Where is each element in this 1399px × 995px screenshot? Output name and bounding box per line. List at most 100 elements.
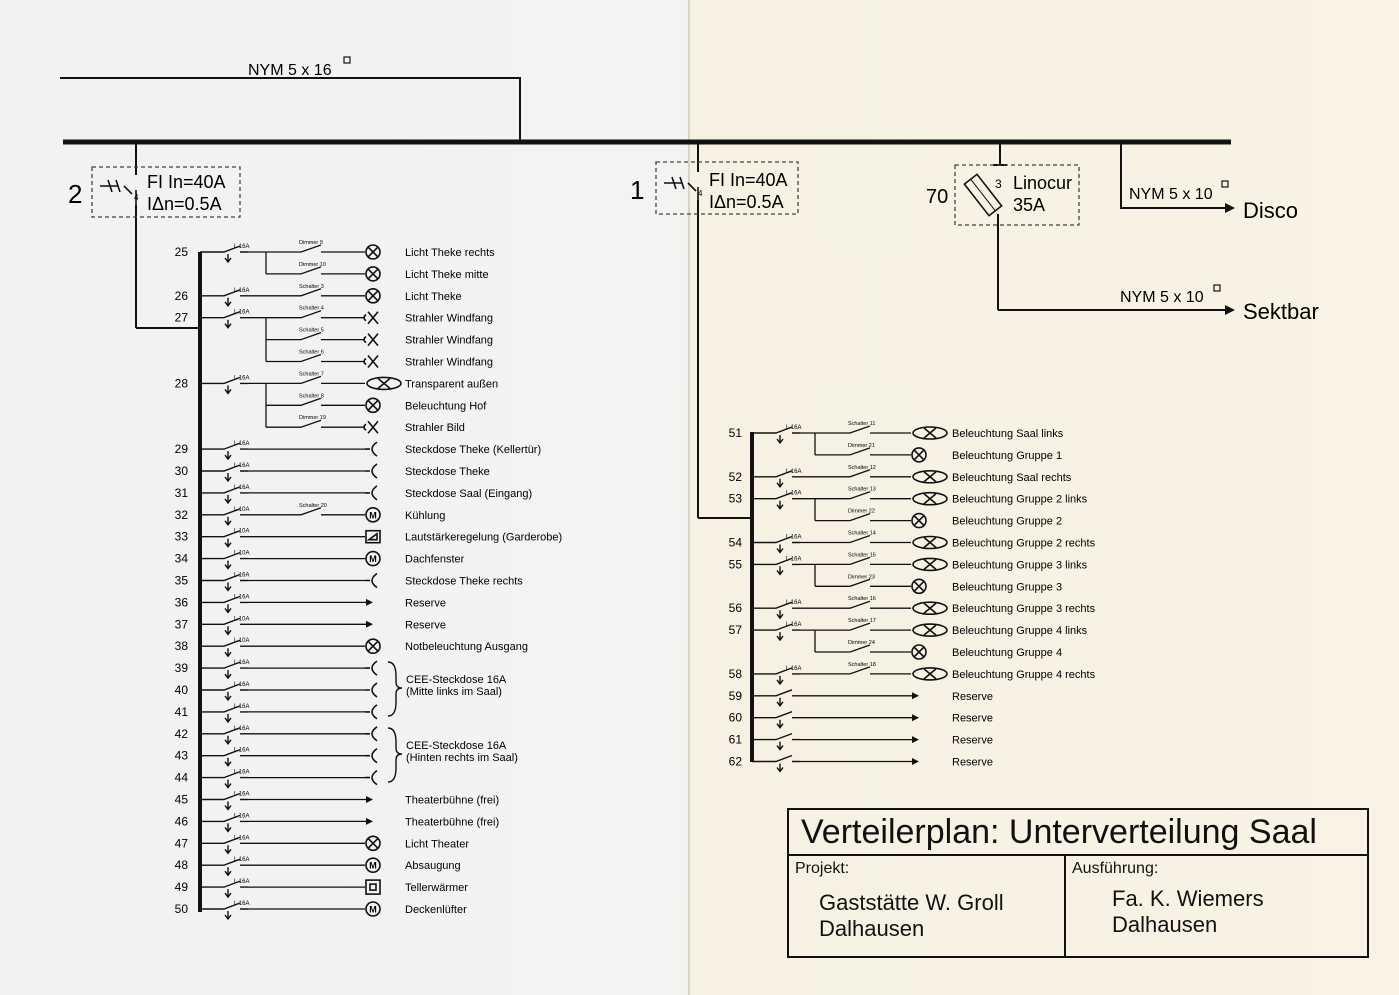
switch-label: Schalter 8 (299, 393, 324, 399)
socket-symbol (365, 704, 378, 720)
title-block: Verteilerplan: Unterverteilung Saal Proj… (787, 808, 1369, 958)
switch-label: Schalter 16 (848, 596, 876, 602)
breaker-label: L 16A (786, 491, 801, 497)
lamp-symbol (365, 835, 381, 852)
rcd-2-number: 2 (68, 179, 82, 209)
breaker-symbol (218, 617, 248, 636)
breaker-symbol (218, 289, 248, 307)
breaker-symbol (218, 311, 248, 329)
circuit-number: 26 (175, 289, 189, 303)
motor-symbol: M (365, 550, 381, 567)
circuit-number: 29 (175, 442, 189, 456)
spot-symbol (363, 420, 379, 434)
breaker-symbol (218, 573, 248, 592)
breaker-label: L 16A (234, 682, 249, 688)
lamp-symbol (911, 644, 927, 660)
load-label: Theaterbühne (frei) (405, 816, 499, 828)
circuit-number: 28 (175, 376, 189, 390)
circuit-number: 27 (175, 311, 189, 325)
switch-label: Schalter 3 (299, 284, 324, 290)
load-label: Beleuchtung Gruppe 4 rechts (952, 669, 1096, 681)
load-label: Beleuchtung Gruppe 2 links (952, 494, 1088, 506)
tube-symbol (912, 469, 948, 484)
project-value: Gaststätte W. Groll Dalhausen (819, 890, 1004, 941)
switch-label: Schalter 17 (848, 618, 876, 624)
breaker-symbol (218, 705, 248, 724)
circuit-number: 37 (175, 617, 189, 631)
breaker-symbol (770, 754, 800, 773)
breaker-label: L 16A (786, 556, 801, 562)
load-label: Theaterbühne (frei) (405, 795, 499, 807)
circuit-number: 58 (729, 667, 743, 681)
breaker-symbol (218, 661, 248, 680)
fuse-poles: 3 (995, 177, 1002, 191)
breaker-label: L 16A (786, 600, 801, 606)
switch-label: Schalter 18 (848, 662, 876, 668)
circuit-number: 61 (729, 733, 743, 747)
switch-symbol (840, 469, 880, 478)
load-label: Beleuchtung Gruppe 3 links (952, 559, 1088, 571)
circuit-number: 39 (175, 661, 189, 675)
circuit-number: 41 (175, 705, 189, 719)
socket-symbol (365, 463, 378, 479)
circuit-number: 43 (175, 749, 189, 763)
rcd-2: 2 4 FI In=40A IΔn=0.5A (68, 142, 241, 329)
breaker-symbol (770, 492, 800, 510)
breaker-label: L 10A (234, 638, 249, 644)
switch-label: Schalter 6 (299, 350, 324, 356)
load-label: Beleuchtung Gruppe 4 links (952, 625, 1088, 637)
arrow-symbol (366, 796, 373, 803)
breaker-label: L 16A (234, 485, 249, 491)
switch-label: Schalter 11 (848, 421, 875, 427)
tube-symbol (366, 376, 402, 391)
breaker-symbol (218, 245, 248, 264)
load-label: Steckdose Theke (405, 466, 490, 478)
breaker-symbol (218, 814, 248, 833)
rcd-2-poles: 4 (134, 193, 139, 202)
switch-symbol (291, 310, 331, 319)
load-label: Reserve (952, 735, 993, 747)
switch-symbol (840, 600, 880, 609)
breaker-label: L 16A (786, 622, 801, 628)
load-label: Reserve (405, 619, 446, 631)
load-label: Beleuchtung Gruppe 3 (952, 581, 1062, 593)
breaker-symbol (770, 711, 800, 729)
load-label: Reserve (952, 691, 993, 703)
rcd-1-rating: FI In=40A (709, 170, 788, 190)
load-label: Licht Theke (405, 291, 462, 303)
switch-label: Dimmer 24 (848, 640, 875, 646)
breaker-symbol (218, 770, 248, 789)
switch-symbol (840, 534, 880, 544)
breaker-label: L 16A (234, 704, 249, 710)
lamp-symbol (911, 578, 927, 595)
tube-symbol (912, 601, 948, 616)
switch-label: Dimmer 22 (848, 509, 875, 515)
circuit-number: 33 (175, 530, 189, 544)
load-label: Steckdose Theke (Kellertür) (405, 444, 541, 456)
cee-group-1-line2: (Mitte links im Saal) (406, 686, 502, 698)
arrow-symbol (912, 736, 919, 744)
circuit-number: 53 (729, 492, 743, 506)
arrow-symbol (366, 817, 373, 825)
load-label: Deckenlüfter (405, 904, 467, 916)
load-label: Beleuchtung Gruppe 1 (952, 450, 1062, 462)
load-label: Reserve (952, 757, 993, 769)
circuit-number: 51 (729, 426, 743, 440)
breaker-label: L 16A (234, 573, 249, 579)
load-label: Dachfenster (405, 554, 465, 566)
switch-symbol (291, 244, 331, 253)
